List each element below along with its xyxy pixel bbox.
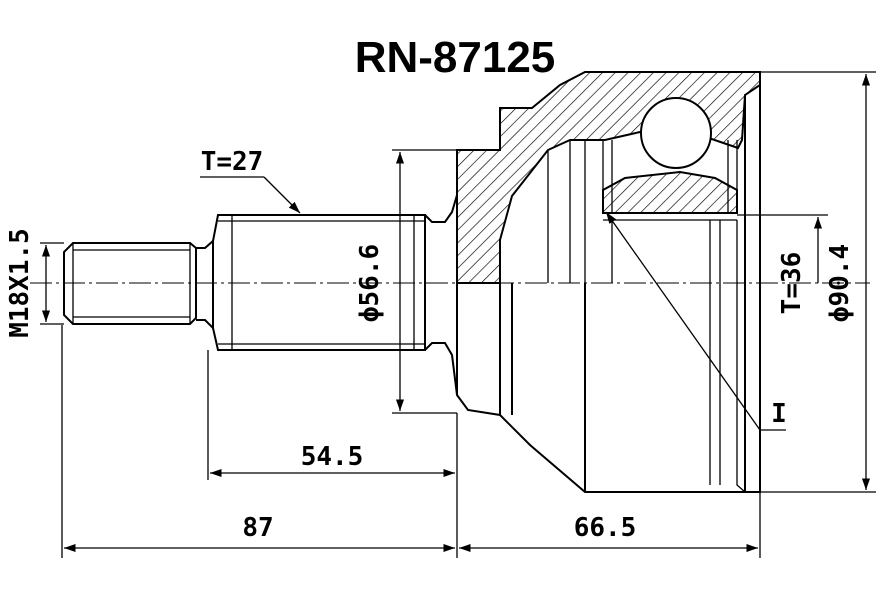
bell-length-dimension: 66.5: [459, 513, 758, 553]
shaft-neck: [196, 238, 214, 331]
thread-dimension: M18X1.5: [5, 228, 64, 338]
ring-callout: I: [605, 211, 787, 431]
inner-spline-label: T=36: [777, 252, 807, 315]
part-number-title: RN-87125: [355, 33, 556, 82]
cage: [602, 140, 738, 221]
total-shaft-label: 87: [242, 513, 273, 543]
ring-callout-label: I: [771, 399, 787, 429]
inner-race-section: [602, 170, 738, 214]
shaft-diameter-label: ϕ56.6: [355, 244, 385, 322]
shaft-diameter-dimension: ϕ56.6: [355, 149, 457, 414]
bell-length-label: 66.5: [574, 513, 637, 543]
outer-spline-label: T=27: [201, 147, 264, 177]
splined-shaft: [212, 194, 458, 396]
shaft-length-dimension: 54.5: [210, 442, 455, 478]
threaded-end: [63, 242, 197, 325]
thread-label: M18X1.5: [5, 228, 35, 338]
total-shaft-dimension: 87: [64, 513, 455, 553]
bell-diameter-label: ϕ90.4: [825, 244, 855, 322]
ball: [640, 97, 712, 169]
bell-diameter-dimension: ϕ90.4: [760, 71, 876, 493]
outer-spline-callout: T=27: [200, 147, 301, 214]
inner-spline-dimension: T=36: [737, 214, 828, 315]
bell-housing-outline: [456, 72, 761, 493]
shaft-length-label: 54.5: [301, 442, 364, 472]
